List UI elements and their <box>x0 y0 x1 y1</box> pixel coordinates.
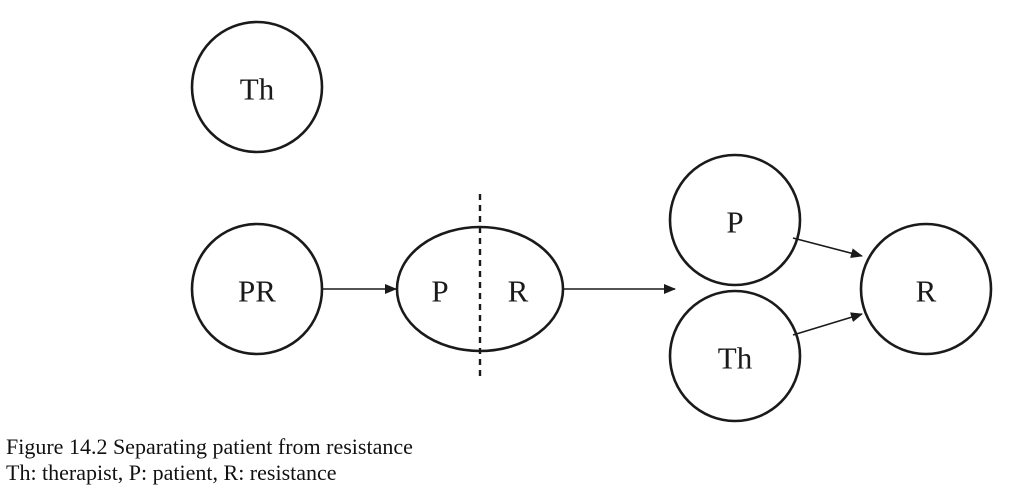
node-resistance-label: R <box>916 274 937 309</box>
figure-caption-title: Figure 14.2 Separating patient from resi… <box>6 434 413 459</box>
node-therapist-alone: Th <box>190 20 324 154</box>
node-split-patient-label: P <box>431 274 448 309</box>
node-therapist: Th <box>668 289 802 423</box>
node-patient-resistance-label: PR <box>238 274 276 309</box>
node-split: P R <box>395 194 565 378</box>
node-therapist-label: Th <box>718 341 753 376</box>
figure-caption-legend: Th: therapist, P: patient, R: resistance <box>6 460 337 485</box>
node-split-resistance-label: R <box>508 274 529 309</box>
node-patient: P <box>668 153 802 287</box>
node-patient-resistance: PR <box>190 222 324 356</box>
arrow-therapist-to-resistance <box>792 312 863 336</box>
node-resistance: R <box>859 222 993 356</box>
arrow-patient-to-resistance <box>792 237 863 259</box>
node-patient-label: P <box>726 205 743 240</box>
node-therapist-alone-label: Th <box>240 72 275 107</box>
